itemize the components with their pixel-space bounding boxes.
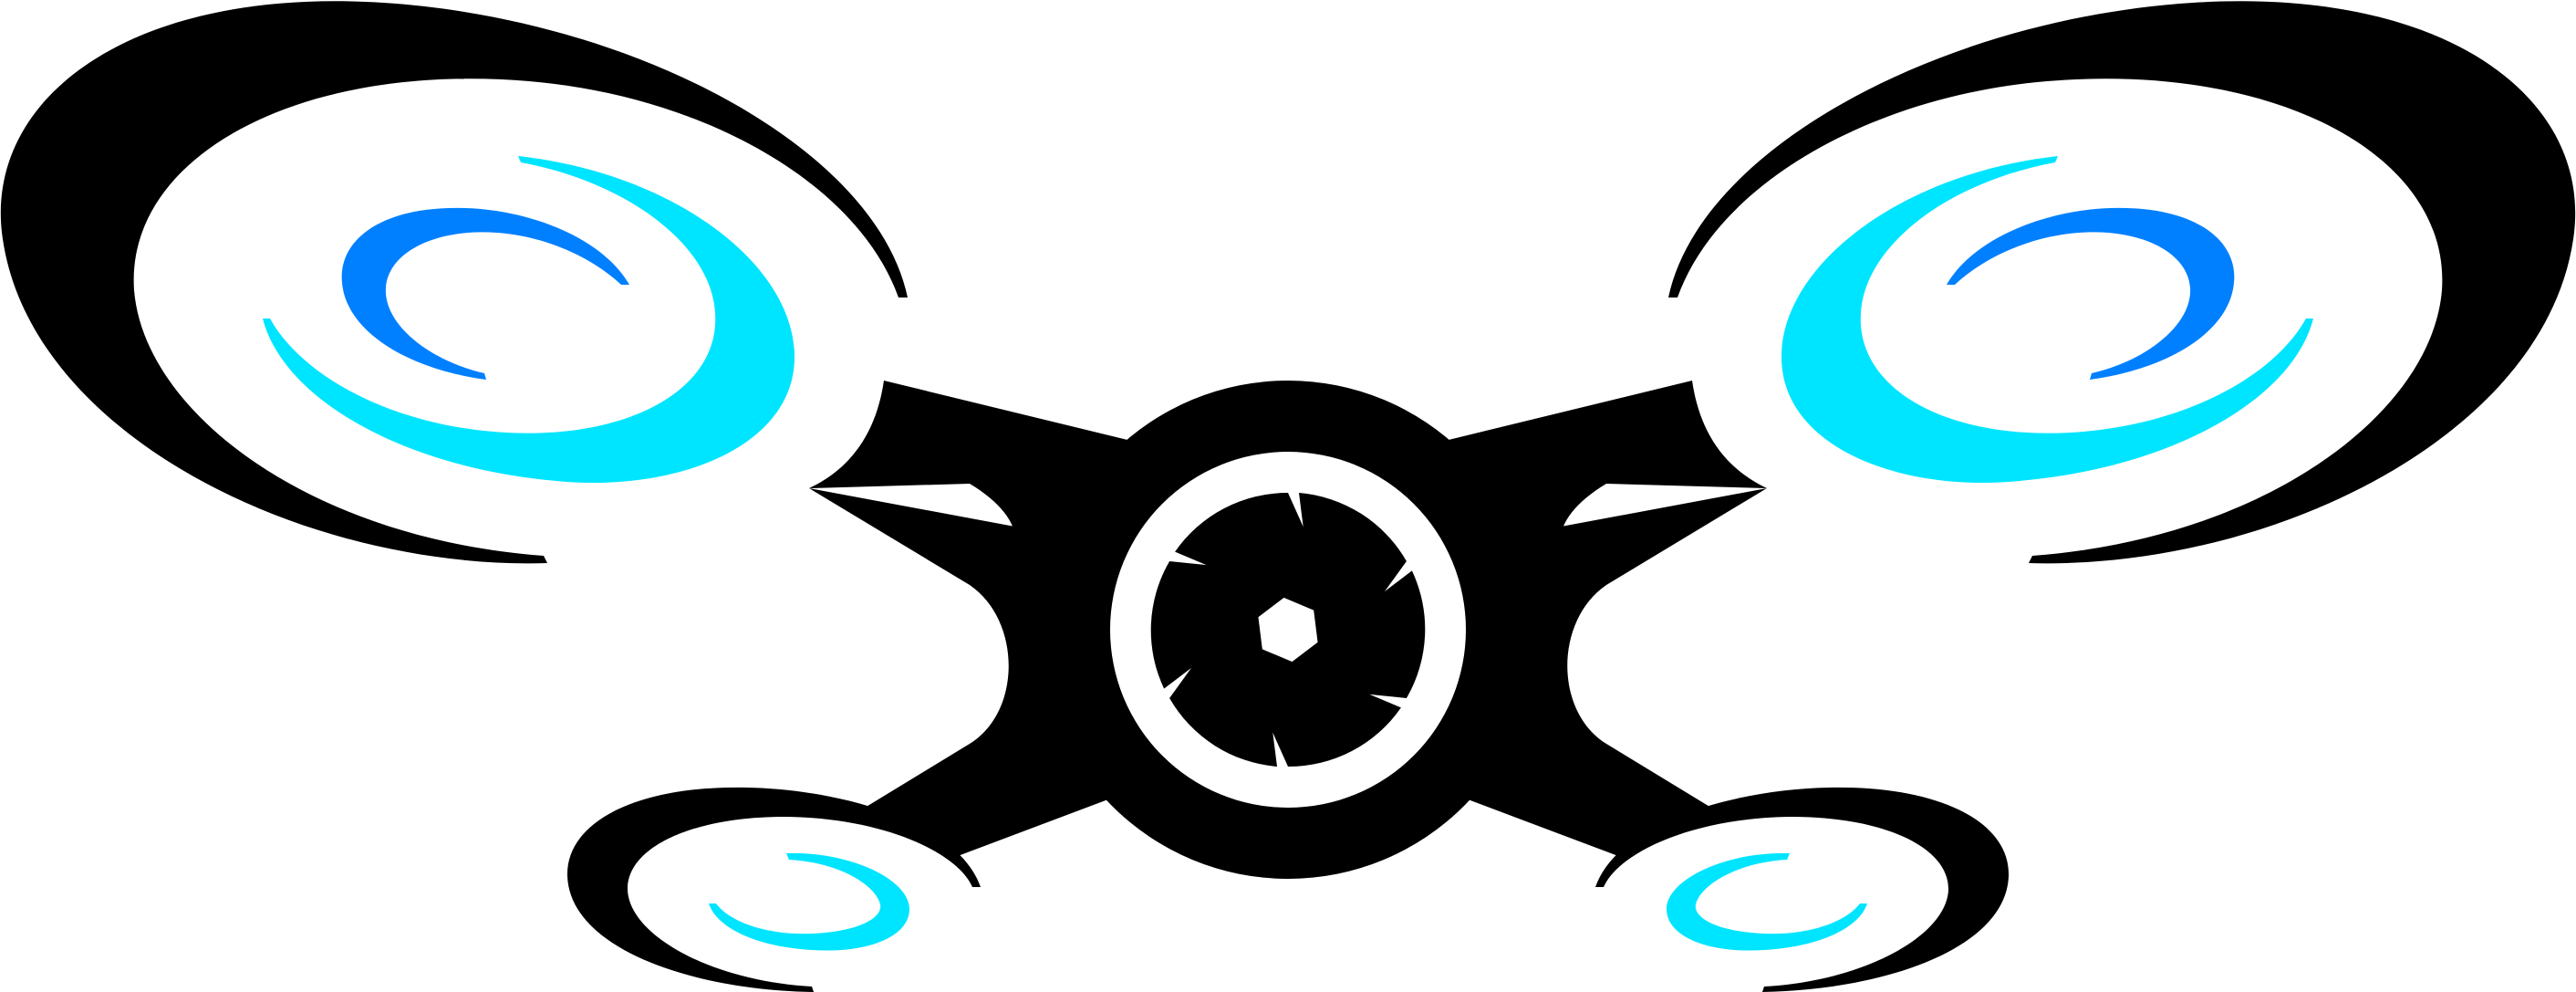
aperture-blade xyxy=(1169,581,1277,767)
drone-body xyxy=(809,381,1767,879)
aperture-blade xyxy=(1229,635,1401,767)
aperture-icon xyxy=(1150,492,1426,767)
aperture-blade xyxy=(1175,492,1347,624)
rotor-top-right-cyan xyxy=(1781,156,2313,484)
rotor-bottom-left xyxy=(566,787,981,992)
rotor-top-right xyxy=(1668,1,2576,564)
rotor-top-right-outer xyxy=(1668,1,2576,564)
rotor-bottom-right-cyan xyxy=(1667,852,1867,951)
rotor-bottom-right xyxy=(1595,787,2010,992)
rotor-bottom-left-cyan xyxy=(709,852,909,951)
rotor-top-left-cyan xyxy=(263,156,795,484)
aperture-blade xyxy=(1299,493,1407,678)
rotor-top-left-outer xyxy=(0,1,909,564)
aperture-blade xyxy=(1262,570,1426,698)
rotor-top-right-blue xyxy=(1947,207,2235,380)
aperture-blade xyxy=(1150,561,1314,689)
rotor-top-left xyxy=(0,1,909,564)
rotor-top-left-blue xyxy=(341,207,629,380)
